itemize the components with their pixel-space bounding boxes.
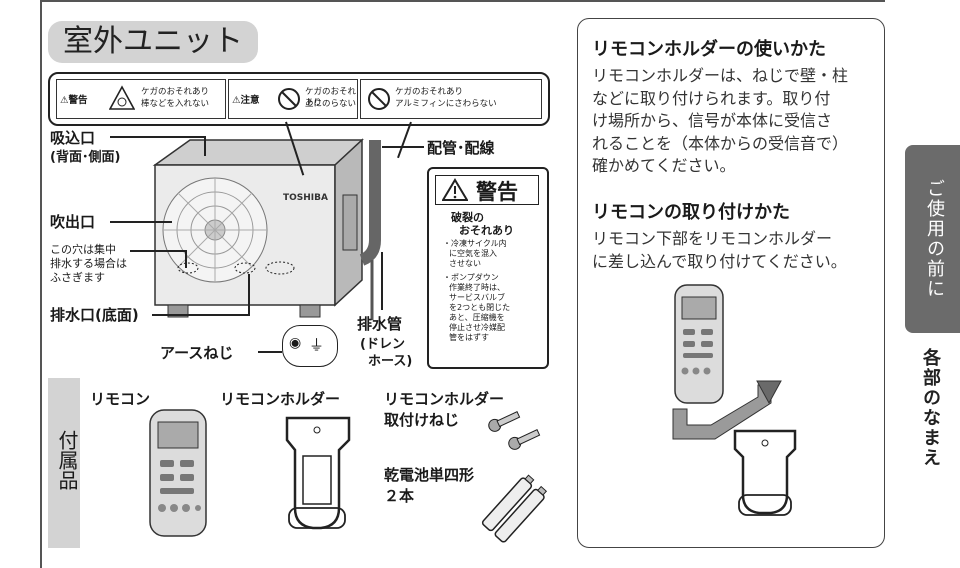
prohibited-icon <box>278 88 300 110</box>
leader-line <box>204 136 206 156</box>
holder-usage-line: リモコンホルダーは、ねじで壁・柱 <box>592 66 849 85</box>
remote-holder-illustration <box>285 416 351 530</box>
holder-usage-line: け場所から、信号が本体に受信さ <box>592 111 833 130</box>
prohibited-icon <box>368 88 390 110</box>
intake-label: 吸込口 <box>50 129 96 147</box>
earth-terminal: ◉ ⏚ <box>282 325 338 367</box>
warning-text-3a: ケガのおそれあり <box>395 87 464 97</box>
hole-note-3: ふさぎます <box>50 271 105 284</box>
warning-head-1: 破裂の <box>451 211 484 224</box>
warning-line: ・冷凍サイクル内 <box>443 239 507 248</box>
drain-pipe-sub-2: ホース) <box>368 354 413 369</box>
warning-title: 警告 <box>476 180 518 204</box>
warning-triangle-icon <box>442 178 468 201</box>
drain-pipe-label: 排水管 <box>357 315 403 333</box>
battery-label-1: 乾電池単四形 <box>384 466 475 484</box>
hole-note-2: 排水する場合は <box>50 257 127 270</box>
remote-control-illustration <box>149 409 207 537</box>
holder-label: リモコンホルダー <box>220 390 341 408</box>
intake-sublabel: (背面･側面) <box>50 150 121 165</box>
warning-head-2: おそれあり <box>459 224 514 237</box>
warning-line: 管をはずす <box>449 333 489 342</box>
accessories-label: 付属品 <box>55 430 79 490</box>
hole-note-1: この穴は集中 <box>50 243 116 256</box>
remote-label: リモコン <box>90 390 151 408</box>
drain-pipe-sub-1: (ドレン <box>360 337 405 352</box>
tab-part-names[interactable]: 各部のなまえ <box>920 348 941 468</box>
remote-mount-body: リモコン下部をリモコンホルダー に差し込んで取り付けてください。 <box>592 228 882 273</box>
battery-illustration <box>481 474 548 543</box>
leader-line <box>110 221 172 223</box>
warning-cell-3: ケガのおそれあり アルミフィンにさわらない <box>360 79 542 119</box>
leader-line <box>258 351 282 353</box>
earth-screw-label: アースねじ <box>160 344 234 362</box>
screw-illustration <box>488 411 541 450</box>
leader-line <box>185 250 187 268</box>
leader-line <box>110 136 205 138</box>
leader-line <box>381 252 383 310</box>
drain-port-label: 排水口(底面) <box>50 306 139 324</box>
holder-usage-line: 確かめてください。 <box>592 156 736 175</box>
warning-tag: ⚠警告 <box>60 95 88 106</box>
warning-text-2a: ケガのおそれあり <box>305 87 357 108</box>
warning-text-3b: アルミフィンにさわらない <box>395 99 497 109</box>
tab-before-use-label: ご使用の前に <box>924 179 945 299</box>
section-title: 室外ユニット <box>48 21 258 63</box>
accessories-tab: 付属品 <box>48 378 80 548</box>
warning-text-1a: ケガのおそれあり <box>141 87 210 97</box>
warning-line: を2つとも閉じた <box>449 303 511 312</box>
warning-line: ・ポンプダウン <box>443 273 499 282</box>
holder-usage-line: れることを（本体からの受信音で） <box>592 133 849 153</box>
caution-tag: ⚠注意 <box>232 95 260 106</box>
remote-mount-line: に差し込んで取り付けてください。 <box>592 251 847 271</box>
no-insert-icon <box>109 85 135 110</box>
outlet-label: 吹出口 <box>50 213 96 231</box>
warning-line: させない <box>449 259 481 268</box>
left-border <box>40 0 42 568</box>
warning-line: に空気を混入 <box>449 249 497 258</box>
outdoor-unit-illustration <box>152 138 381 320</box>
brand-logo: TOSHIBA <box>283 193 328 203</box>
screw-icon: ◉ <box>289 335 302 351</box>
leader-line <box>382 146 424 148</box>
holder-screw-label-1: リモコンホルダー <box>384 390 505 408</box>
ground-icon: ⏚ <box>309 336 325 354</box>
holder-usage-body: リモコンホルダーは、ねじで壁・柱 などに取り付けられます。取り付 け場所から、信… <box>592 65 882 178</box>
leader-line <box>130 250 185 252</box>
burst-warning-label: 警告 破裂の おそれあり ・冷凍サイクル内 に空気を混入 させない ・ポンプダウ… <box>427 167 549 369</box>
warning-line: あと、圧縮機を <box>449 313 505 322</box>
warning-line: 作業終了時は、 <box>449 283 505 292</box>
leader-line <box>248 274 250 316</box>
tab-before-use[interactable]: ご使用の前に <box>905 145 960 333</box>
leader-line <box>152 314 249 316</box>
piping-label: 配管･配線 <box>427 139 495 157</box>
top-border <box>40 0 885 2</box>
holder-usage-line: などに取り付けられます。取り付 <box>592 88 831 108</box>
warning-line: サービスバルブ <box>449 293 505 302</box>
warning-text-1b: 棒などを入れない <box>141 99 210 109</box>
warning-item-1: ・冷凍サイクル内 に空気を混入 させない <box>443 239 507 269</box>
warning-item-2: ・ポンプダウン 作業終了時は、 サービスバルブ を2つとも閉じた あと、圧縮機を… <box>443 273 510 343</box>
warning-header: 警告 <box>435 175 539 205</box>
remote-mount-line: リモコン下部をリモコンホルダー <box>592 229 833 248</box>
remote-mount-illustration <box>672 284 797 516</box>
warning-cell-1: ⚠警告 ケガのおそれあり 棒などを入れない <box>56 79 226 119</box>
holder-screw-label-2: 取付けねじ <box>384 411 460 429</box>
holder-usage-title: リモコンホルダーの使いかた <box>592 39 826 60</box>
warning-cell-2: ⚠注意 ケガのおそれあり 上にのらない <box>228 79 358 119</box>
remote-mount-title: リモコンの取り付けかた <box>592 202 790 223</box>
warning-label-bar: ⚠警告 ケガのおそれあり 棒などを入れない ⚠注意 ケガのおそれあり 上にのらな… <box>48 72 550 126</box>
warning-text-2b: 上にのらない <box>305 99 357 109</box>
warning-line: 停止させ冷媒配 <box>449 323 505 332</box>
remote-holder-info-box: リモコンホルダーの使いかた リモコンホルダーは、ねじで壁・柱 などに取り付けられ… <box>577 18 885 548</box>
battery-label-2: ２本 <box>384 487 415 505</box>
